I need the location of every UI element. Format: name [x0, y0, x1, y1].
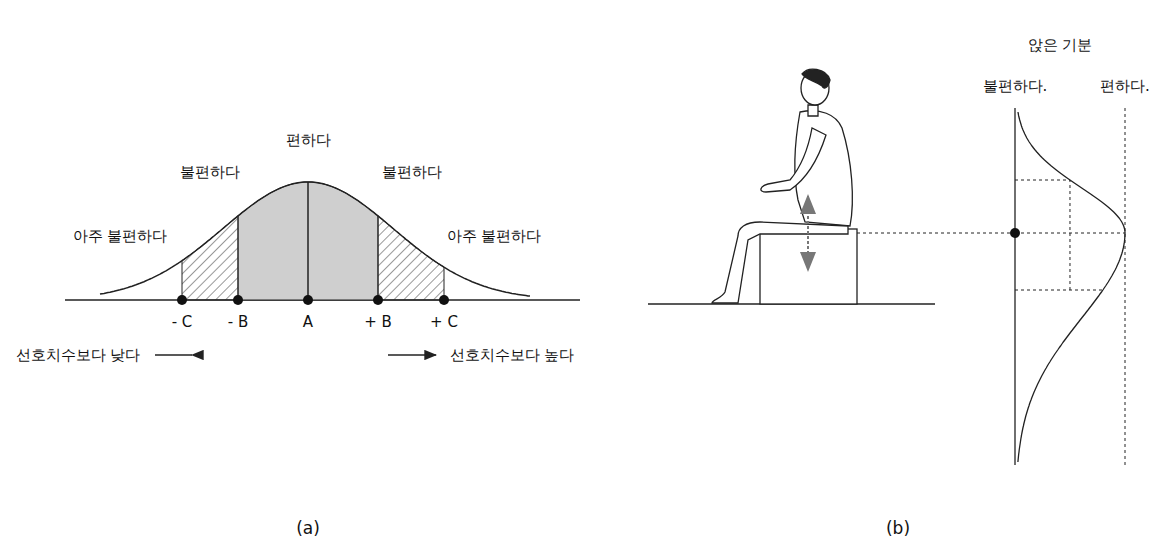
- point-label: A: [303, 313, 313, 331]
- axis-title: 앉은 기분: [1028, 36, 1093, 54]
- discomfort-zone: [378, 216, 444, 300]
- height-arrow: [807, 196, 809, 270]
- seat-level-line: [857, 233, 1015, 234]
- comfort-curve: [1018, 112, 1125, 462]
- dimension-dot: [373, 295, 383, 305]
- peak-line: [1015, 233, 1125, 234]
- axis-label: 불편하다.: [983, 77, 1048, 95]
- caption-label: (a): [296, 518, 320, 538]
- seat-height-dot: [1010, 228, 1020, 238]
- direction-label: 선호치수보다 높다: [450, 346, 575, 364]
- range-line: [1015, 180, 1070, 290]
- comfort-axis: [1014, 108, 1015, 465]
- zone-label: 아주 불편하다: [73, 227, 168, 245]
- dimension-dot: [439, 295, 449, 305]
- dimension-dot: [177, 295, 187, 305]
- point-label: - C: [172, 313, 193, 331]
- dimension-dot: [233, 295, 243, 305]
- point-label: + B: [364, 313, 392, 331]
- axis-label: 편하다.: [1100, 77, 1150, 95]
- direction-arrow: [155, 354, 192, 355]
- comfort-axis-max: [1125, 108, 1126, 465]
- zone-label: 불편하다: [180, 163, 240, 181]
- preferred-line: [307, 182, 309, 300]
- point-label: + C: [430, 313, 458, 331]
- seated-person: [712, 69, 852, 303]
- range-line: [1015, 290, 1103, 291]
- zone-label: 편하다: [286, 131, 331, 149]
- discomfort-zone: [182, 216, 238, 300]
- zone-label: 불편하다: [382, 163, 442, 181]
- direction-label: 선호치수보다 낮다: [16, 346, 141, 364]
- direction-arrow: [388, 354, 436, 355]
- point-label: - B: [228, 313, 248, 331]
- zone-label: 아주 불편하다: [447, 227, 542, 245]
- dimension-dot: [303, 295, 313, 305]
- caption-label: (b): [886, 518, 910, 538]
